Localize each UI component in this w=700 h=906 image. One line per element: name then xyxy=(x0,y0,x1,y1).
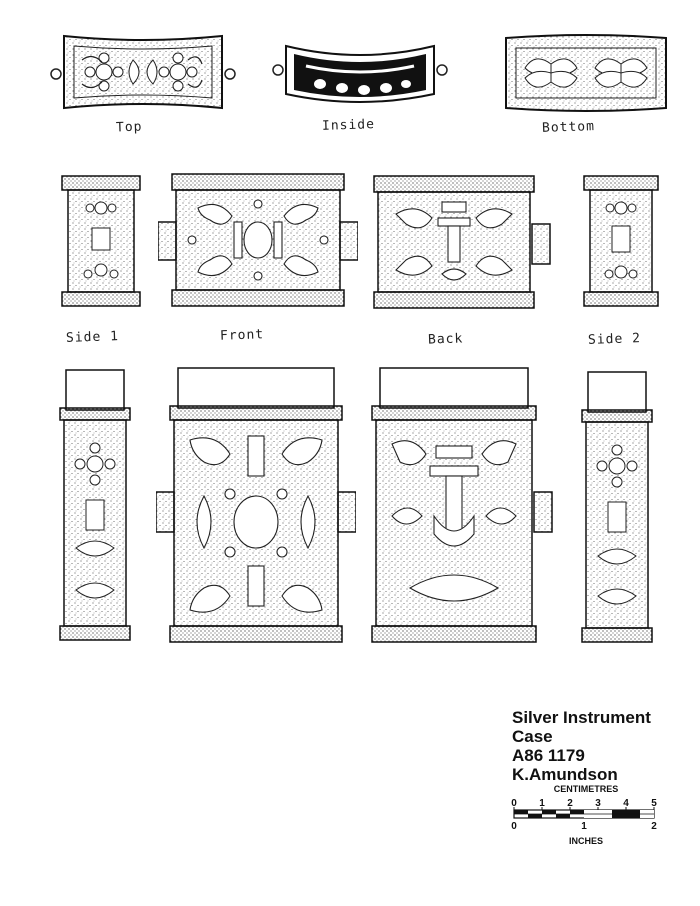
side2-end-view-drawing xyxy=(582,174,662,308)
side1-end-view-drawing xyxy=(60,174,144,308)
front-elevation-drawing xyxy=(156,366,356,646)
scale-cm-tick-label: 1 xyxy=(539,798,545,809)
scale-cm-tick-label: 3 xyxy=(595,798,601,809)
top-view-drawing xyxy=(48,30,238,116)
caption-title-line2: Case xyxy=(512,727,553,746)
scale-inch-ticks: 0 1 2 xyxy=(511,821,657,832)
catalog-caption: Silver Instrument Case A86 1179 K.Amunds… xyxy=(512,708,651,784)
scale-cm-label: CENTIMETRES xyxy=(554,784,619,794)
label-side-1: Side 1 xyxy=(65,329,120,346)
side2-elevation-drawing xyxy=(578,370,658,646)
label-bottom: Bottom xyxy=(541,119,596,136)
scale-cm-tick-label: 5 xyxy=(651,798,657,809)
scale-cm-ticks: 0 1 2 3 4 5 xyxy=(511,798,657,810)
side1-elevation-drawing xyxy=(56,368,136,644)
scale-cm-tick-label: 2 xyxy=(567,798,573,809)
caption-title-line1: Silver Instrument xyxy=(512,708,651,727)
scale-inch-tick-label: 2 xyxy=(651,821,657,832)
bottom-view-drawing xyxy=(496,30,676,114)
caption-catalog-number: A86 1179 xyxy=(512,746,585,765)
label-inside: Inside xyxy=(321,117,376,134)
scale-cm-tick-label: 0 xyxy=(511,798,517,809)
scale-inch-tick-label: 1 xyxy=(581,821,587,832)
label-back: Back xyxy=(427,331,464,348)
scale-inch-label: INCHES xyxy=(569,836,603,846)
scale-cm-tick-label: 4 xyxy=(623,798,629,809)
scale-inch-tick-label: 0 xyxy=(511,821,517,832)
scale-bar: CENTIMETRES 0 1 2 3 4 5 0 1 2 INCHES xyxy=(506,782,666,852)
front-end-view-drawing xyxy=(158,172,358,310)
label-side-2: Side 2 xyxy=(587,331,642,348)
label-front: Front xyxy=(219,327,265,344)
back-end-view-drawing xyxy=(372,174,552,312)
back-elevation-drawing xyxy=(370,366,554,646)
inside-view-drawing xyxy=(270,38,450,118)
label-top: Top xyxy=(115,119,143,136)
caption-illustrator: K.Amundson xyxy=(512,765,618,784)
